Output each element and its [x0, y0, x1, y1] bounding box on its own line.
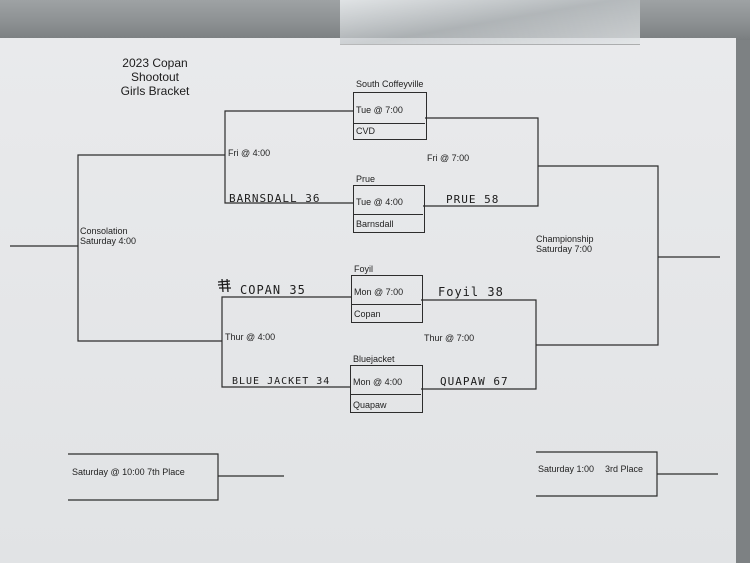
game3-team-bottom: Copan	[354, 309, 381, 319]
handwritten-copan: COPAN 35	[240, 283, 306, 297]
game2-team-bottom: Barnsdall	[356, 219, 394, 229]
game-box-3-divider	[352, 304, 421, 305]
tape-strip	[340, 0, 640, 45]
handwritten-barnsdall: BARNSDALL 36	[229, 192, 321, 205]
title-line-2: Shootout	[130, 70, 180, 84]
championship-time: Saturday 7:00	[536, 244, 593, 254]
game4-time: Mon @ 4:00	[353, 377, 403, 387]
handwritten-foyil: Foyil 38	[438, 285, 504, 299]
line-fri-left	[224, 110, 353, 204]
championship-label: Championship Saturday 7:00	[536, 234, 594, 254]
game-box-3	[351, 275, 423, 323]
game1-time: Tue @ 7:00	[356, 105, 403, 115]
third-place-time: Saturday 1:00	[538, 464, 595, 474]
third-place-label: 3rd Place	[605, 464, 644, 474]
game-box-2-divider	[354, 214, 423, 215]
handwritten-prue: PRUE 58	[446, 193, 500, 206]
championship-title: Championship	[536, 234, 594, 244]
game3-team-top: Foyil	[354, 264, 374, 274]
game3-time: Mon @ 7:00	[354, 287, 404, 297]
thur-right-label: Thur @ 7:00	[424, 333, 475, 343]
game-box-1	[353, 92, 427, 140]
handwritten-quapaw: QUAPAW 67	[440, 375, 509, 388]
seventh-place-label: Saturday @ 10:00 7th Place	[72, 467, 185, 477]
game-box-2	[353, 185, 425, 233]
consolation-title: Consolation	[80, 226, 128, 236]
scribble-mark	[217, 278, 231, 293]
fri-left-label: Fri @ 4:00	[228, 148, 271, 158]
title-line-3: Girls Bracket	[120, 84, 190, 98]
game2-time: Tue @ 4:00	[356, 197, 403, 207]
handwritten-bluejacket: BLUE JACKET 34	[232, 376, 331, 387]
line-third-place	[536, 451, 658, 497]
bracket-sheet	[0, 38, 736, 563]
line-championship	[536, 165, 659, 346]
game-box-1-divider	[354, 123, 425, 124]
game4-team-bottom: Quapaw	[353, 400, 387, 410]
line-seventh-place	[68, 453, 219, 501]
line-thur-left	[221, 296, 351, 388]
line-fri-right	[423, 117, 539, 207]
consolation-label: Consolation Saturday 4:00	[80, 226, 136, 246]
bracket-title: 2023 Copan Shootout Girls Bracket	[100, 56, 210, 98]
game-box-4-divider	[351, 394, 421, 395]
thur-left-label: Thur @ 4:00	[225, 332, 276, 342]
game4-team-top: Bluejacket	[353, 354, 395, 364]
consolation-time: Saturday 4:00	[80, 236, 137, 246]
title-line-1: 2023 Copan	[122, 56, 188, 70]
game1-team-bottom: CVD	[356, 126, 376, 136]
game2-team-top: Prue	[356, 174, 376, 184]
fri-right-label: Fri @ 7:00	[427, 153, 470, 163]
line-consolation	[77, 154, 225, 342]
game1-team-top: South Coffeyville	[356, 79, 424, 89]
